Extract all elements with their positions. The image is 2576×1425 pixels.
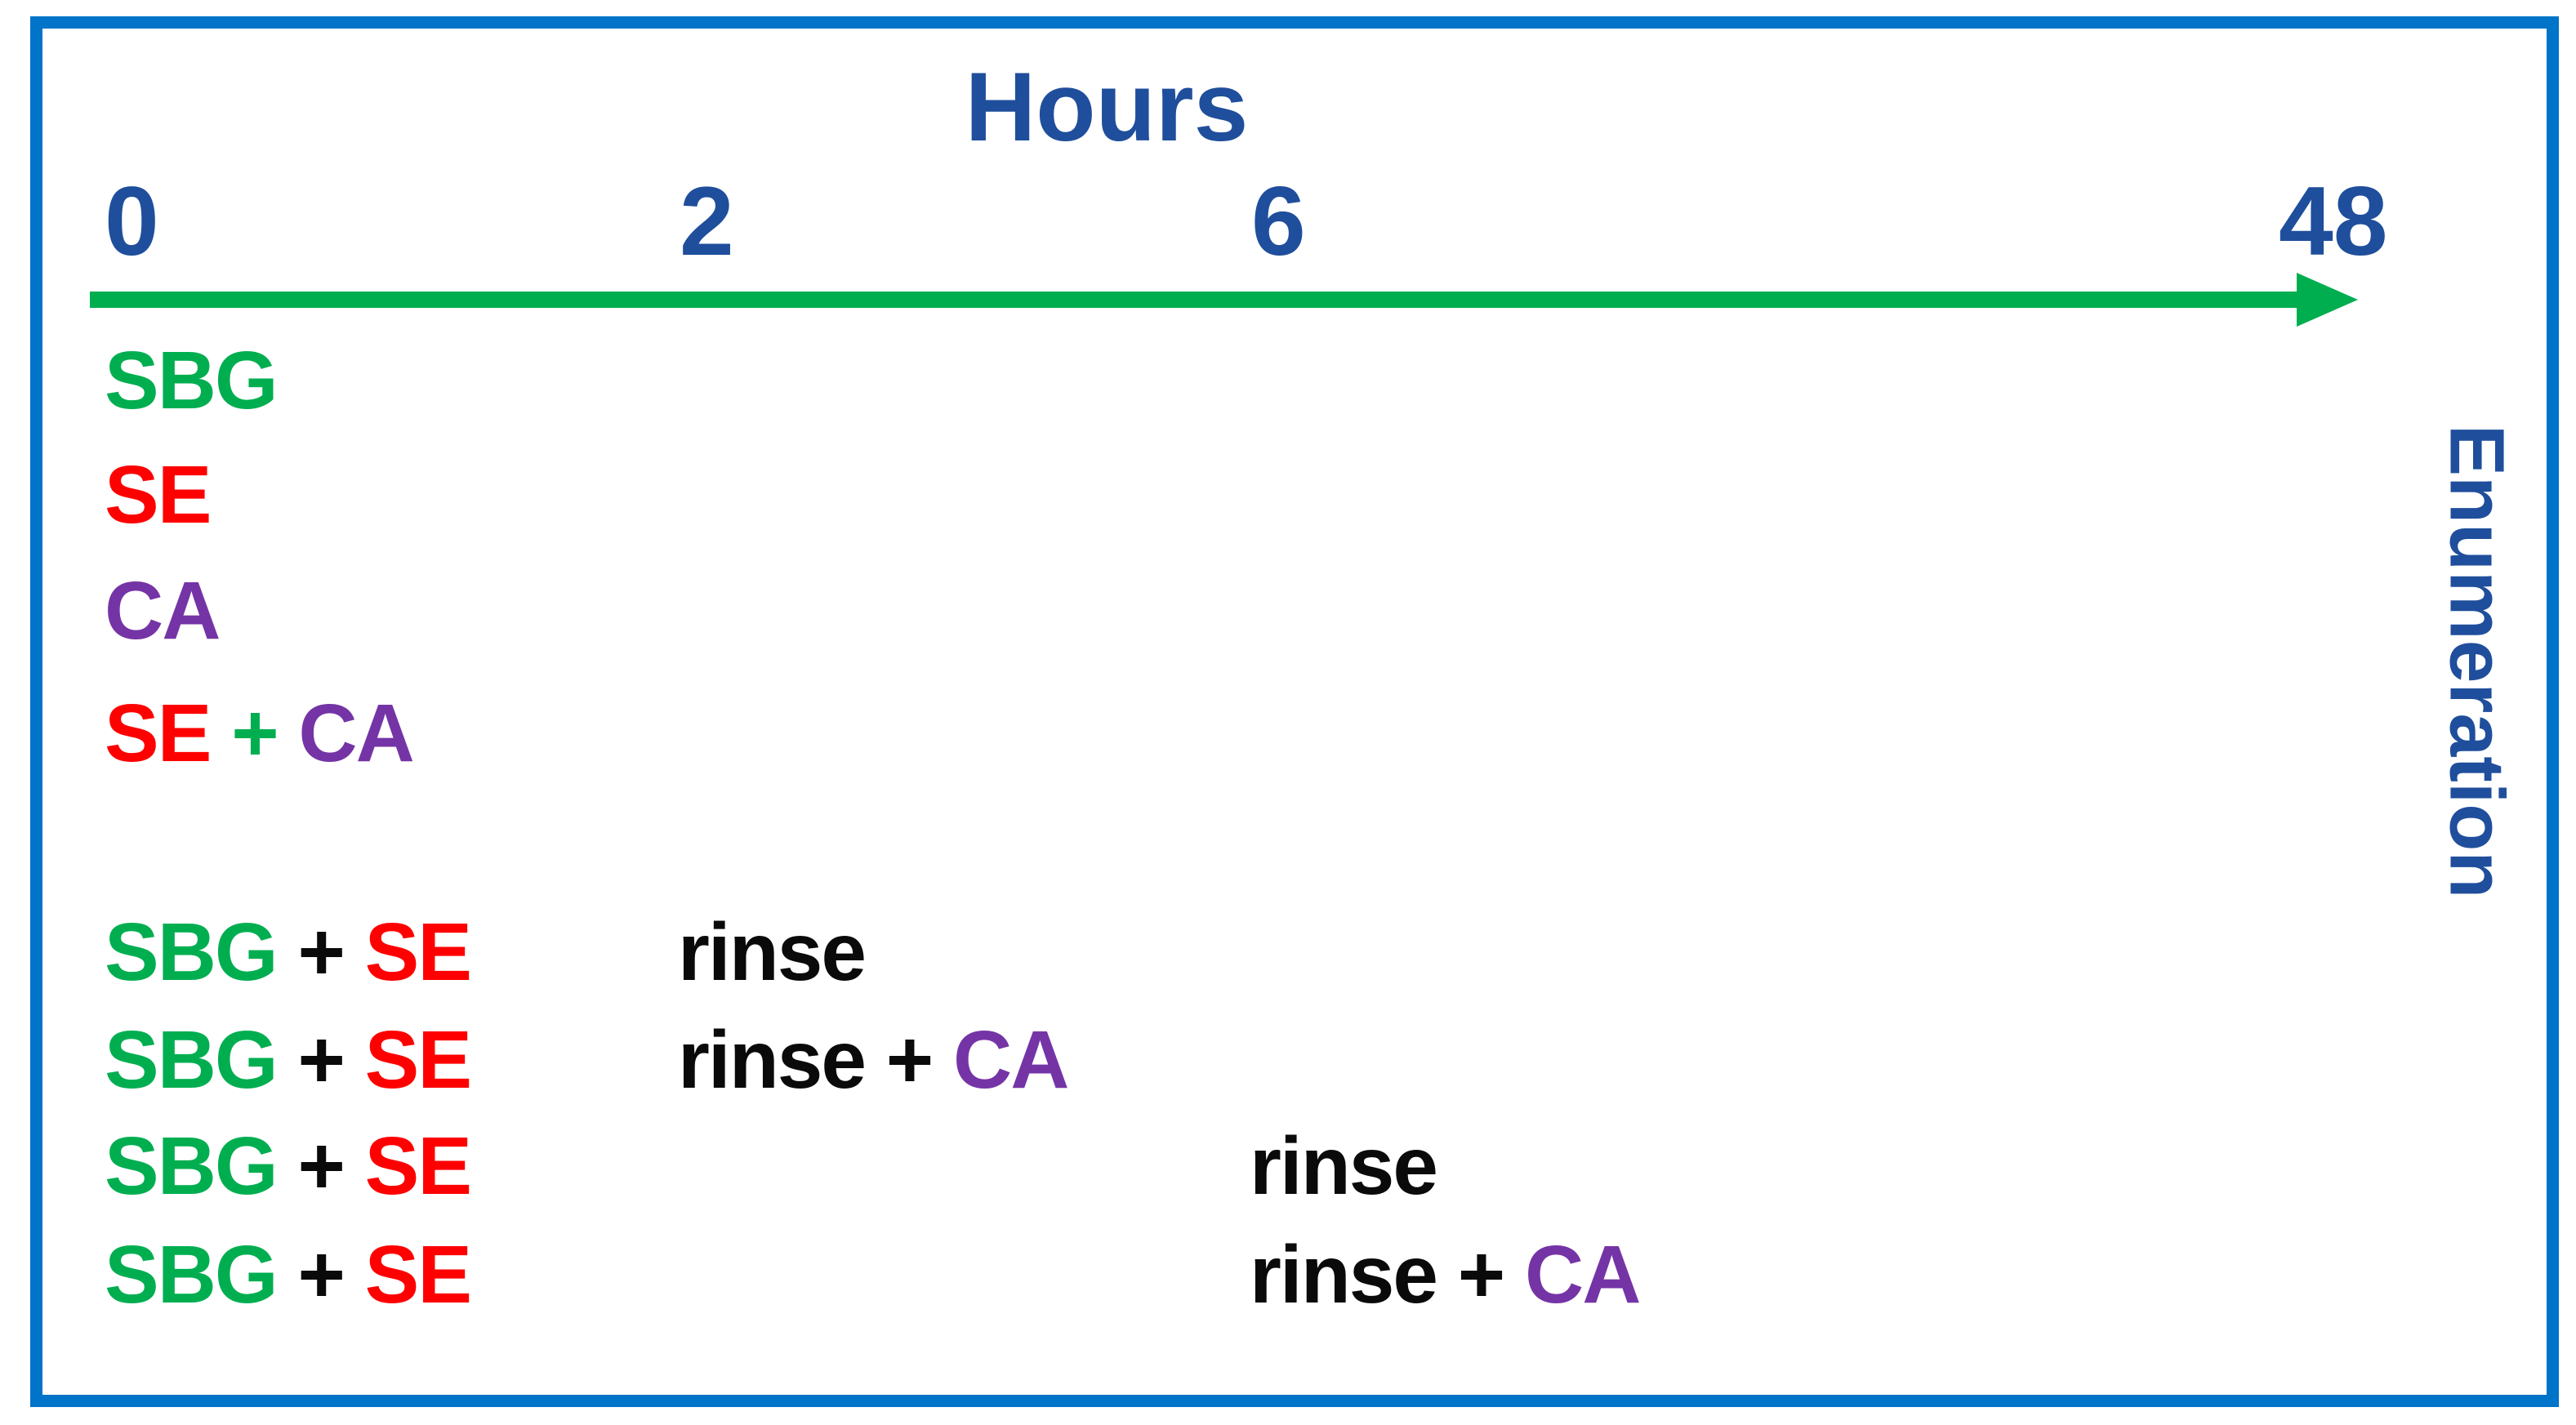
tick-label-2h: 2 — [680, 167, 734, 276]
row-token: SBG — [105, 1120, 279, 1212]
tick-label-0h: 0 — [105, 167, 159, 276]
row-token: SE — [364, 1229, 472, 1320]
row-token: SE — [364, 1120, 472, 1212]
timeline-arrow-head-icon — [2297, 273, 2358, 327]
timeline-title: Hours — [965, 52, 1249, 162]
treatment-label: SBG + SE — [105, 1125, 472, 1207]
tick-label-48h: 48 — [2279, 167, 2388, 276]
treatment-label: SE + CA — [105, 692, 415, 774]
row-token: SE — [105, 449, 212, 541]
treatment-label: SBG + SE — [105, 911, 472, 993]
treatment-label: CA — [105, 570, 221, 652]
treatment-label: SBG + SE — [105, 1234, 472, 1316]
timeline-arrow-line — [90, 292, 2303, 308]
enumeration-axis-label: Enumeration — [2433, 424, 2520, 899]
row-token: SBG — [105, 1229, 279, 1320]
tick-label-6h: 6 — [1251, 167, 1306, 276]
row-token: SE — [364, 1014, 472, 1106]
treatment-label: SBG — [105, 340, 279, 421]
row-token: + — [276, 1229, 365, 1320]
row-token: + — [276, 906, 365, 998]
row-token: SBG — [105, 906, 279, 998]
row-token: SE — [364, 906, 472, 998]
figure-border — [30, 16, 2559, 1407]
row-token: SBG — [105, 1014, 279, 1106]
row-token: rinse + — [678, 1014, 953, 1106]
row-token: + — [210, 688, 299, 779]
row-token: SE — [105, 688, 212, 779]
row-token: CA — [1524, 1229, 1641, 1320]
row-token: rinse — [678, 906, 867, 998]
event-label-2h: rinse + CA — [678, 1019, 1069, 1101]
row-token: + — [276, 1014, 365, 1106]
event-label-2h: rinse — [678, 911, 867, 993]
event-label-6h: rinse + CA — [1250, 1234, 1641, 1316]
row-token: CA — [952, 1014, 1069, 1106]
row-token: SBG — [105, 335, 279, 426]
treatment-label: SE — [105, 454, 212, 536]
treatment-label: SBG + SE — [105, 1019, 472, 1101]
event-label-6h: rinse — [1250, 1125, 1438, 1207]
row-token: CA — [298, 688, 414, 779]
row-token: CA — [105, 565, 221, 657]
row-token: rinse + — [1250, 1229, 1525, 1320]
row-token: + — [276, 1120, 365, 1212]
row-token: rinse — [1250, 1120, 1438, 1212]
